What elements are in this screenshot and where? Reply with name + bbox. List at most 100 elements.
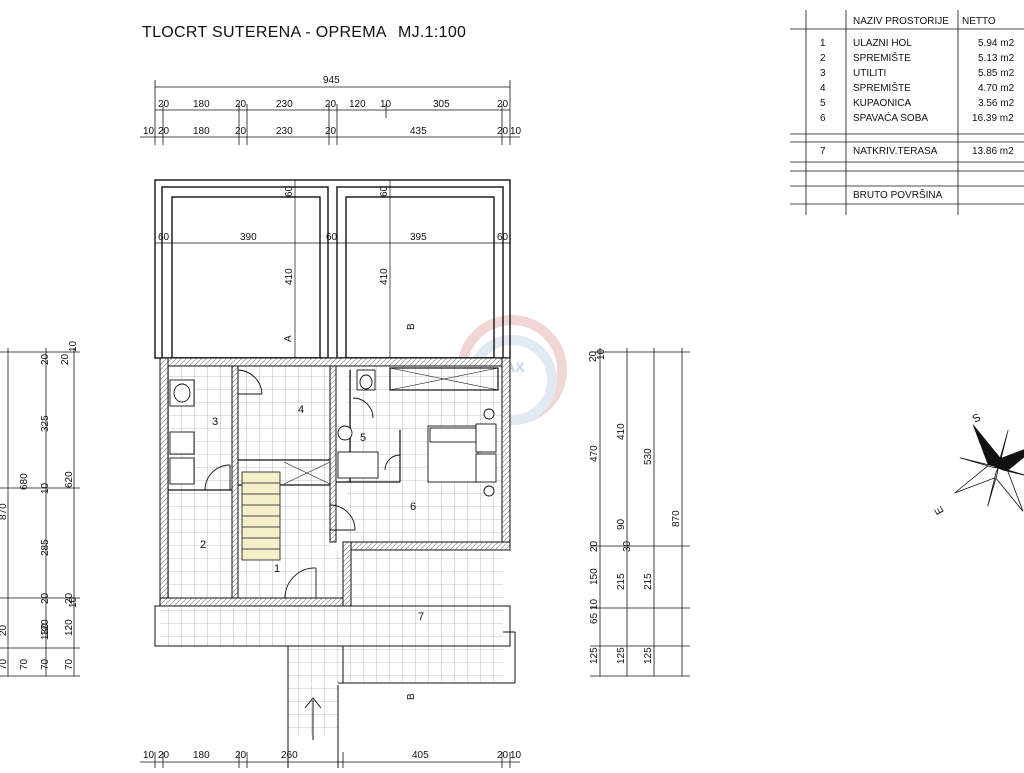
table-row-6-num: 6 xyxy=(820,113,826,124)
table-row-6-name: SPAVAĆA SOBA xyxy=(853,111,928,124)
dim-left-outer-1: 70 xyxy=(19,658,30,670)
dim-upper-2: 60 xyxy=(326,232,338,243)
dim-right-a-2: 470 xyxy=(589,445,600,462)
dim-upper-v0: 60 xyxy=(284,185,295,197)
table-terrace-num: 7 xyxy=(820,146,826,157)
dim-top-total: 945 xyxy=(323,75,340,86)
room-number-4: 4 xyxy=(298,404,304,416)
compass-label-e: E xyxy=(933,504,947,516)
dim-left-mid-2: 10 xyxy=(40,482,51,494)
dim-top-row3-7: 20 xyxy=(497,126,509,137)
dim-top-row3-0: 10 xyxy=(143,126,155,137)
table-row-5-num: 5 xyxy=(820,98,826,109)
room-number-3: 3 xyxy=(212,416,218,428)
table-row-3-num: 3 xyxy=(820,68,826,79)
table-row-4-area: 4.70 m2 xyxy=(978,83,1015,94)
dim-top-row3-3: 20 xyxy=(235,126,247,137)
dim-right-b-4: 125 xyxy=(616,647,627,664)
dim-bottom-6: 20 xyxy=(497,750,509,761)
dim-right-a-1: 10 xyxy=(596,348,607,360)
dim-right-c-2: 125 xyxy=(643,647,654,664)
dim-bottom-4: 260 xyxy=(281,750,298,761)
table-row-5-area: 3.56 m2 xyxy=(978,98,1015,109)
dim-left-inner-5: 10 xyxy=(68,596,79,608)
table-row-6-area: 16.39 m2 xyxy=(972,113,1014,124)
dim-top-row3-8: 10 xyxy=(510,126,522,137)
table-header-area: NETTO xyxy=(962,16,996,27)
dim-top-row3-4: 230 xyxy=(276,126,293,137)
dim-bottom-0: 10 xyxy=(143,750,155,761)
table-row-2-area: 5.13 m2 xyxy=(978,53,1015,64)
dim-top-row2-7: 305 xyxy=(433,99,450,110)
dim-top-row2-5: 120 xyxy=(349,99,366,110)
dim-upper-3: 395 xyxy=(410,232,427,243)
table-row-1-area: 5.94 m2 xyxy=(978,38,1015,49)
drawing-title: TLOCRT SUTERENA - OPREMA xyxy=(142,24,387,41)
dim-top-row3-6: 435 xyxy=(410,126,427,137)
dim-left-inner-2: 620 xyxy=(64,471,75,488)
dim-top-row3-5: 20 xyxy=(325,126,337,137)
dim-upper-0: 60 xyxy=(158,232,170,243)
dim-right-a-6: 65 xyxy=(589,612,600,624)
dim-upper-1: 390 xyxy=(240,232,257,243)
table-row-2-name: SPREMIŠTE xyxy=(853,51,911,64)
dim-left-outer-0: 680 xyxy=(19,473,30,490)
dim-bottom-2: 180 xyxy=(193,750,210,761)
dim-right-c-1: 215 xyxy=(643,573,654,590)
dim-top-row2-0: 20 xyxy=(158,99,170,110)
upper-frames xyxy=(155,180,510,358)
table-gross-label: BRUTO POVRŠINA xyxy=(853,188,943,201)
section-mark-b-top: B xyxy=(406,323,417,330)
table-row-1-num: 1 xyxy=(820,38,826,49)
table-terrace-name: NATKRIV.TERASA xyxy=(853,146,938,157)
dim-left-inner-0: 20 xyxy=(60,353,71,365)
table-row-4-name: SPREMIŠTE xyxy=(853,81,911,94)
dim-right-a-4: 150 xyxy=(589,568,600,585)
dim-left-mid-3: 285 xyxy=(40,539,51,556)
dim-left-inner-4: 130 xyxy=(40,623,51,640)
compass-label-s: S xyxy=(971,412,983,426)
table-row-1-name: ULAZNI HOL xyxy=(853,38,912,49)
dim-right-c-0: 530 xyxy=(643,448,654,465)
dim-right-a-3: 20 xyxy=(589,540,600,552)
dim-left-mid-6: 70 xyxy=(40,658,51,670)
dim-upper-v2: 60 xyxy=(379,185,390,197)
dim-top-row2-1: 180 xyxy=(193,99,210,110)
dim-bottom-5: 405 xyxy=(412,750,429,761)
dim-bottom-1: 20 xyxy=(158,750,170,761)
dim-right-b-1: 90 xyxy=(616,518,627,530)
room-number-6: 6 xyxy=(410,501,416,513)
dim-left-inner2-1: 120 xyxy=(64,619,75,636)
upper-dimension-lines xyxy=(155,180,510,358)
table-row-4-num: 4 xyxy=(820,83,826,94)
dim-left-outer-2: 870 xyxy=(0,503,9,520)
dim-left-inner-1: 10 xyxy=(68,340,79,352)
dim-top-row3-1: 20 xyxy=(158,126,170,137)
dim-top-row2-3: 230 xyxy=(276,99,293,110)
stairs xyxy=(242,472,280,560)
section-mark-b-bottom: B xyxy=(406,693,417,700)
table-row-3-area: 5.85 m2 xyxy=(978,68,1015,79)
dim-right-b-2: 30 xyxy=(622,540,633,552)
dim-left-mid-1: 325 xyxy=(40,415,51,432)
room-number-2: 2 xyxy=(200,539,206,551)
table-header-name: NAZIV PROSTORIJE xyxy=(853,16,949,27)
room-number-5: 5 xyxy=(360,432,366,444)
section-mark-a-top: A xyxy=(283,335,294,342)
dim-right-a-5: 10 xyxy=(589,598,600,610)
dim-top-row2-4: 20 xyxy=(325,99,337,110)
dim-top-row2-2: 20 xyxy=(235,99,247,110)
dim-upper-v1: 410 xyxy=(284,268,295,285)
room-number-1: 1 xyxy=(274,563,280,575)
drawing-scale: MJ.1:100 xyxy=(398,24,466,41)
dim-right-b-3: 215 xyxy=(616,573,627,590)
table-row-3-name: UTILITI xyxy=(853,68,886,79)
dim-right-d-0: 870 xyxy=(671,510,682,527)
dim-right-b-0: 410 xyxy=(616,423,627,440)
dim-top-row2-6: 10 xyxy=(380,99,392,110)
dim-left-inner-6: 70 xyxy=(64,658,75,670)
dim-left-inner2-2: 70 xyxy=(0,658,9,670)
dim-left-inner2-0: 20 xyxy=(0,624,9,636)
